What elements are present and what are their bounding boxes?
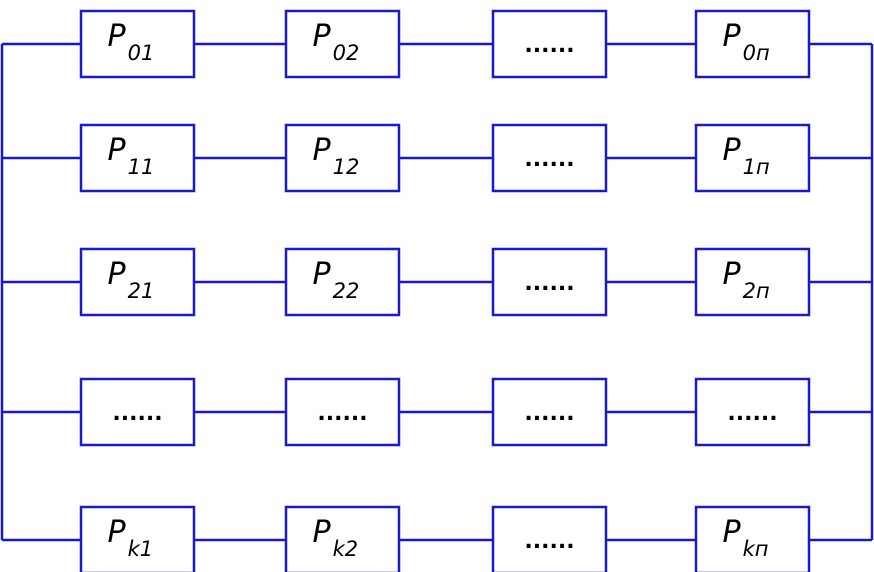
ellipsis-label: ...... bbox=[727, 401, 777, 426]
ellipsis-label: ...... bbox=[112, 401, 162, 426]
block: ...... bbox=[694, 377, 811, 447]
block-rect bbox=[694, 123, 811, 193]
block: ...... bbox=[491, 123, 608, 193]
block: P21 bbox=[79, 247, 196, 317]
block: P1п bbox=[694, 123, 811, 193]
block-label: P02 bbox=[313, 19, 360, 65]
block-label: P0п bbox=[723, 19, 770, 65]
block-rect bbox=[79, 505, 196, 572]
block-rect bbox=[694, 505, 811, 572]
block-rect bbox=[284, 9, 401, 79]
block: P11 bbox=[79, 123, 196, 193]
block-label-base: P bbox=[313, 19, 332, 54]
ellipsis-label: ...... bbox=[524, 147, 574, 172]
block-rect bbox=[284, 377, 401, 447]
block-label-subscript: k2 bbox=[333, 537, 359, 561]
block: ...... bbox=[491, 247, 608, 317]
block-rect bbox=[694, 9, 811, 79]
block: ...... bbox=[491, 377, 608, 447]
block-label: P11 bbox=[108, 133, 155, 179]
ellipsis-label: ...... bbox=[524, 271, 574, 296]
block-label-subscript: 21 bbox=[128, 279, 155, 303]
block-label-subscript: 01 bbox=[128, 41, 155, 65]
block-label: P22 bbox=[313, 257, 360, 303]
block: ...... bbox=[491, 9, 608, 79]
block-label-base: P bbox=[313, 515, 332, 550]
block-label-subscript: kп bbox=[743, 537, 769, 561]
block-label-subscript: 12 bbox=[333, 155, 360, 179]
block-rect bbox=[491, 9, 608, 79]
block-label-base: P bbox=[108, 19, 127, 54]
block-label-base: P bbox=[723, 19, 742, 54]
block-label-base: P bbox=[313, 133, 332, 168]
block-label-subscript: 1п bbox=[743, 155, 770, 179]
block-label-base: P bbox=[313, 257, 332, 292]
block-rect bbox=[284, 505, 401, 572]
block-label-subscript: 0п bbox=[743, 41, 770, 65]
block-label: P01 bbox=[108, 19, 155, 65]
block-rect bbox=[491, 377, 608, 447]
block-label-subscript: k1 bbox=[128, 537, 154, 561]
block: P01 bbox=[79, 9, 196, 79]
block-rect bbox=[79, 9, 196, 79]
block-label: P12 bbox=[313, 133, 360, 179]
block-rect bbox=[284, 123, 401, 193]
block-rect bbox=[79, 377, 196, 447]
block-rect bbox=[694, 247, 811, 317]
block-rect bbox=[694, 377, 811, 447]
block: P0п bbox=[694, 9, 811, 79]
block: Pkп bbox=[694, 505, 811, 572]
block-label: Pkп bbox=[723, 515, 769, 561]
block-rect bbox=[79, 247, 196, 317]
ellipsis-label: ...... bbox=[524, 33, 574, 58]
block-rect bbox=[491, 505, 608, 572]
block-label-subscript: 02 bbox=[333, 41, 360, 65]
block: Pk2 bbox=[284, 505, 401, 572]
block-label-base: P bbox=[723, 515, 742, 550]
block-label-base: P bbox=[723, 257, 742, 292]
block-label: Pk1 bbox=[108, 515, 154, 561]
block-label: P2п bbox=[723, 257, 770, 303]
block-rect bbox=[79, 123, 196, 193]
block: ...... bbox=[491, 505, 608, 572]
block-label-subscript: 2п bbox=[743, 279, 770, 303]
block-rect bbox=[284, 247, 401, 317]
block-label-subscript: 11 bbox=[128, 155, 155, 179]
block-label-base: P bbox=[723, 133, 742, 168]
block: Pk1 bbox=[79, 505, 196, 572]
block-label: Pk2 bbox=[313, 515, 359, 561]
block-rect bbox=[491, 123, 608, 193]
ellipsis-label: ...... bbox=[524, 401, 574, 426]
block: P12 bbox=[284, 123, 401, 193]
block-label-subscript: 22 bbox=[333, 279, 360, 303]
block: P02 bbox=[284, 9, 401, 79]
block: P22 bbox=[284, 247, 401, 317]
block-label-base: P bbox=[108, 257, 127, 292]
ellipsis-label: ...... bbox=[524, 529, 574, 554]
block-label: P1п bbox=[723, 133, 770, 179]
block: P2п bbox=[694, 247, 811, 317]
block-label-base: P bbox=[108, 515, 127, 550]
block-label-base: P bbox=[108, 133, 127, 168]
block-label: P21 bbox=[108, 257, 155, 303]
block: ...... bbox=[79, 377, 196, 447]
ellipsis-label: ...... bbox=[317, 401, 367, 426]
block: ...... bbox=[284, 377, 401, 447]
block-rect bbox=[491, 247, 608, 317]
